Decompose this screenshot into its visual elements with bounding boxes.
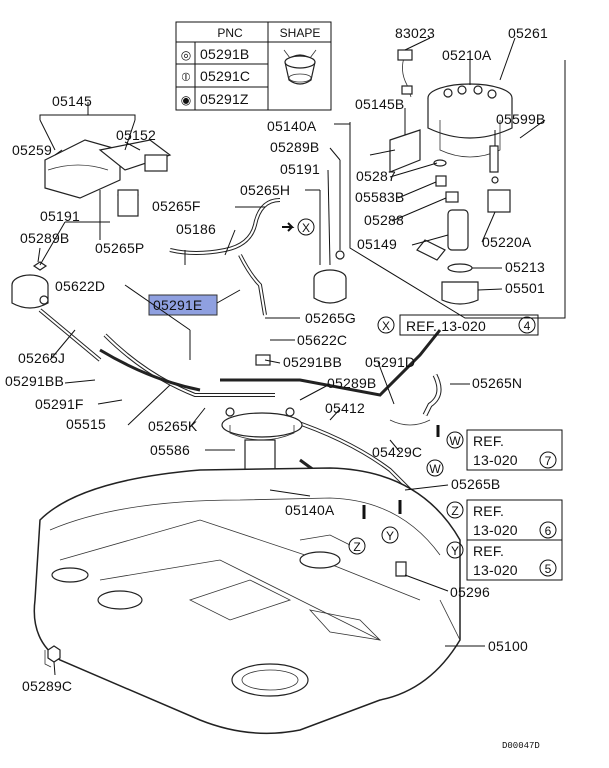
pnc-symbol: ⦶ [182,70,191,84]
part-label[interactable]: 05145B [355,96,404,112]
part-label[interactable]: 05265N [472,375,522,391]
ref-text: REF. 13-020 [406,318,486,334]
ref-letter: Z [353,540,360,554]
pnc-code[interactable]: 05291Z [200,91,249,107]
shape-header: SHAPE [280,26,321,40]
part-label[interactable]: 05289B [327,375,376,391]
part-label[interactable]: 05291F [35,396,84,412]
ref-line2: 13-020 [473,522,518,538]
part-label[interactable]: 05296 [450,584,490,600]
part-label[interactable]: 05622D [55,278,105,294]
part-label[interactable]: 05259 [12,142,52,158]
pnc-symbol: ◎ [181,48,191,62]
pnc-table: PNC SHAPE ◎ 05291B ⦶ 05291C ◉ 05291Z [175,21,332,111]
part-label[interactable]: 05100 [488,638,528,654]
part-label[interactable]: 05145 [52,93,92,109]
ref-letter: Z [451,504,458,518]
part-label[interactable]: 05191 [40,208,80,224]
part-label[interactable]: 05289B [20,230,69,246]
ref-letter: X [382,319,390,333]
ref-x-marker: X [282,218,315,236]
highlighted-part-box [148,294,218,316]
ref-letter: Y [451,544,459,558]
ref-line1: REF. [473,433,504,449]
pnc-header: PNC [217,26,243,40]
part-label[interactable]: 05265F [152,198,201,214]
part-label[interactable]: 05191 [280,161,320,177]
ref-letter: X [302,221,310,235]
ref-letter: W [429,462,441,476]
part-label[interactable]: 05152 [116,127,156,143]
pnc-symbol: ◉ [181,93,191,107]
ref-line1: REF. [473,503,504,519]
ref-num: 5 [545,562,552,576]
ref-y[interactable]: REF. 13-020 5 Y Y [381,500,563,581]
clamp-shape-icon [283,49,317,85]
part-label[interactable]: 05291BB [5,373,64,389]
part-label[interactable]: 05288 [364,212,404,228]
part-label[interactable]: 05265H [240,182,290,198]
part-label[interactable]: 05265K [148,418,198,434]
ref-letter: W [449,434,461,448]
part-label[interactable]: 05501 [505,280,545,296]
part-label[interactable]: 05149 [357,236,397,252]
pnc-code[interactable]: 05291C [200,68,250,84]
fuel-lines [38,198,442,502]
part-label[interactable]: 05220A [482,234,532,250]
ref-num: 6 [545,524,552,538]
ref-line2: 13-020 [473,562,518,578]
part-label[interactable]: 05140A [267,118,317,134]
ref-line2: 13-020 [473,452,518,468]
part-label[interactable]: 05289C [22,678,72,694]
part-label[interactable]: 05265J [18,350,65,366]
part-label[interactable]: 05287 [356,168,396,184]
part-label[interactable]: 05140A [285,502,335,518]
leader-lines [37,37,546,676]
part-labels: 83023 05261 05210A 05145 05152 05259 051… [5,25,548,694]
part-label[interactable]: 05412 [325,400,365,416]
part-label[interactable]: 05291BB [283,354,342,370]
ref-w[interactable]: REF. 13-020 7 W W [426,425,563,477]
ref-line1: REF. [473,543,504,559]
part-label[interactable]: 05583B [355,189,404,205]
pnc-code[interactable]: 05291B [200,46,249,62]
ref-num: 7 [545,454,552,468]
diagram-code: D00047D [502,741,540,751]
ref-num: 4 [524,319,531,333]
pump-assembly-inset [334,49,566,319]
fuel-tank [33,467,461,735]
part-label[interactable]: 05265P [95,240,144,256]
part-label[interactable]: 05515 [66,416,106,432]
part-label[interactable]: 05210A [442,47,492,63]
part-label[interactable]: 05261 [508,25,548,41]
ref-letter: Y [386,529,394,543]
part-label[interactable]: 05586 [150,442,190,458]
part-label[interactable]: 05186 [176,221,216,237]
part-label[interactable]: 05265B [451,476,500,492]
part-label[interactable]: 05289B [270,139,319,155]
part-label[interactable]: 05265G [305,310,356,326]
part-label[interactable]: 05213 [505,259,545,275]
part-label[interactable]: 83023 [395,25,435,41]
part-label[interactable]: 05622C [297,332,347,348]
canister-parts [11,108,347,309]
part-label[interactable]: 05429C [372,444,422,460]
part-label[interactable]: 05291D [365,354,415,370]
ref-x[interactable]: X REF. 13-020 4 [377,314,539,336]
part-label[interactable]: 05599B [496,111,545,127]
highlighted-part-label[interactable]: 05291E [153,297,202,313]
